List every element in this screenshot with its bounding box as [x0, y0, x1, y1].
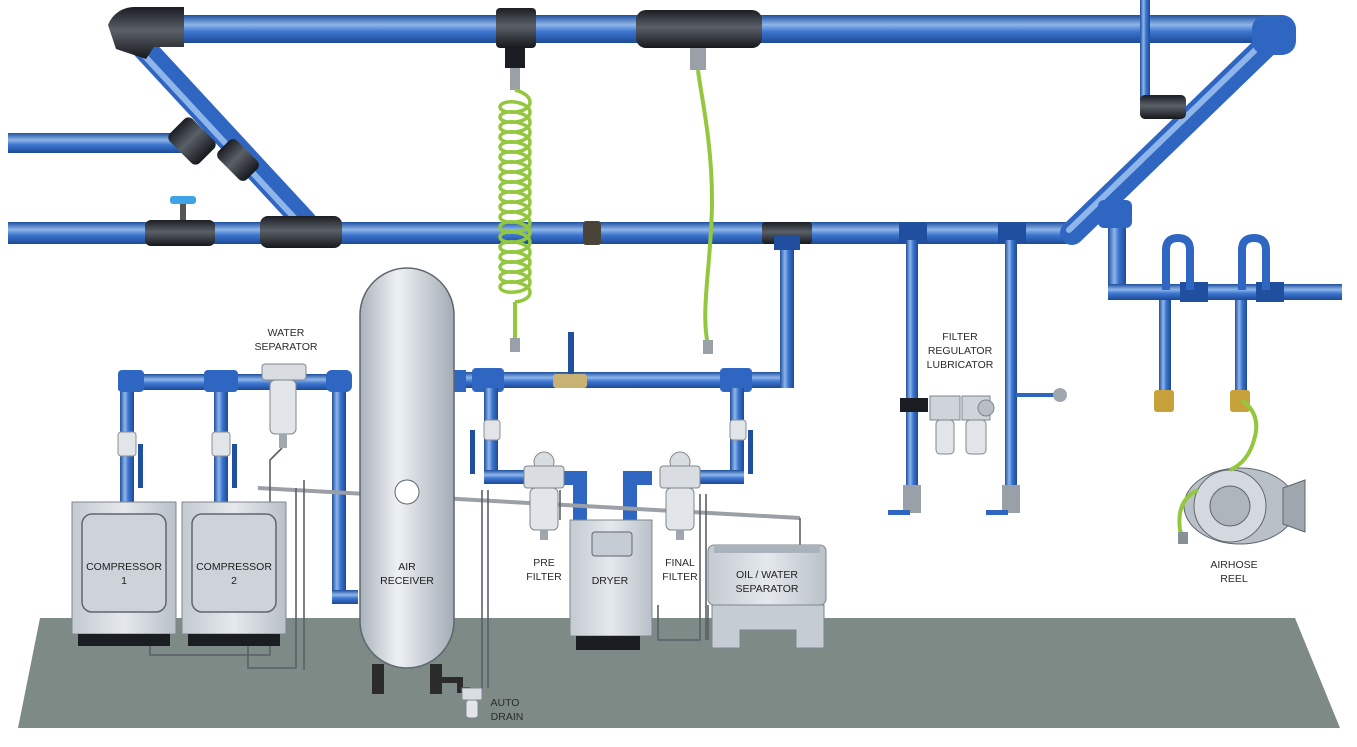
svg-text:AIR: AIR — [398, 561, 416, 573]
isolation-valve-icon — [170, 196, 196, 220]
svg-text:FINAL: FINAL — [665, 557, 695, 569]
svg-text:FILTER: FILTER — [526, 571, 562, 583]
svg-text:COMPRESSOR: COMPRESSOR — [196, 561, 272, 573]
svg-text:2: 2 — [231, 575, 237, 587]
svg-text:FILTER: FILTER — [942, 331, 978, 343]
svg-text:DRYER: DRYER — [592, 575, 629, 587]
svg-text:LUBRICATOR: LUBRICATOR — [927, 359, 994, 371]
label-final-filter: FINAL FILTER — [662, 557, 698, 583]
filter-regulator-lubricator — [900, 395, 995, 455]
compressor-2 — [181, 501, 287, 646]
label-compressor-2: COMPRESSOR 2 — [196, 561, 272, 587]
label-auto-drain: AUTO DRAIN — [491, 697, 524, 723]
floor — [18, 618, 1340, 728]
label-water-separator: WATER SEPARATOR — [254, 327, 317, 353]
svg-text:FILTER: FILTER — [662, 571, 698, 583]
label-dryer: DRYER — [592, 575, 629, 587]
svg-text:SEPARATOR: SEPARATOR — [735, 583, 798, 595]
svg-text:1: 1 — [121, 575, 127, 587]
label-airhose-reel: AIRHOSE REEL — [1210, 559, 1257, 585]
svg-text:AIRHOSE: AIRHOSE — [1210, 559, 1257, 571]
svg-text:SEPARATOR: SEPARATOR — [254, 341, 317, 353]
label-filter-regulator-lubricator: FILTER REGULATOR LUBRICATOR — [927, 331, 994, 371]
label-air-receiver: AIR RECEIVER — [380, 561, 434, 587]
compressor-1 — [71, 501, 177, 646]
svg-text:REGULATOR: REGULATOR — [928, 345, 993, 357]
label-pre-filter: PRE FILTER — [526, 557, 562, 583]
svg-text:AUTO: AUTO — [491, 697, 520, 709]
oil-water-separator — [707, 544, 827, 649]
final-filter — [659, 451, 701, 540]
plant-piping — [117, 236, 800, 604]
svg-text:WATER: WATER — [268, 327, 305, 339]
straight-hose — [690, 48, 715, 354]
svg-text:PRE: PRE — [533, 557, 555, 569]
svg-text:COMPRESSOR: COMPRESSOR — [86, 561, 162, 573]
svg-text:OIL / WATER: OIL / WATER — [736, 569, 798, 581]
airhose-reel — [1177, 398, 1306, 545]
label-compressor-1: COMPRESSOR 1 — [86, 561, 162, 587]
drain-lines — [149, 447, 801, 690]
air-receiver — [359, 267, 483, 719]
pre-filter — [523, 451, 565, 540]
label-oil-water-separator: OIL / WATER SEPARATOR — [735, 569, 798, 595]
drop-pipes — [888, 222, 1270, 515]
dryer — [569, 519, 653, 650]
svg-text:RECEIVER: RECEIVER — [380, 575, 434, 587]
water-separator — [261, 363, 307, 448]
coiled-hose — [498, 48, 532, 352]
svg-text:DRAIN: DRAIN — [491, 711, 524, 723]
pipe-fittings — [108, 6, 1296, 302]
svg-text:REEL: REEL — [1220, 573, 1248, 585]
